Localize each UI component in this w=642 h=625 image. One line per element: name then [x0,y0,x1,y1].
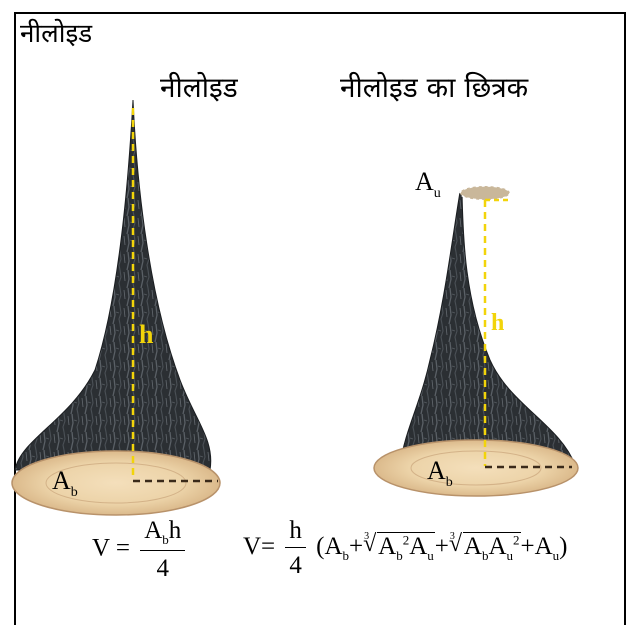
fraction-numerator: Abh [140,517,186,551]
neiloid-height-label: h [139,320,154,349]
frustum-base-disc [373,439,579,497]
neiloid-bark [14,99,212,471]
neiloid-label: नीलोइड [160,71,238,104]
fraction-numerator: h [285,517,306,548]
frustum-top-area-label: Au [415,167,441,201]
neiloid-solid: h Ab [11,99,221,516]
frustum-base-area-label: Ab [427,456,453,490]
neiloid-volume-formula: V = Abh 4 [92,517,189,583]
neiloid-base-area-label: Ab [52,466,78,500]
fraction-denominator: 4 [289,552,302,579]
neiloid-frustum-label: नीलोइड का छित्रक [340,71,529,104]
neiloid-base-ring [45,462,187,504]
formula-fraction: Abh 4 [140,517,186,583]
frustum-base-ring [410,450,542,486]
frustum-top-disc [459,185,511,201]
formula-lhs: V = [92,534,130,562]
frustum-solid: h Ab Au [373,167,579,497]
fraction-denominator: 4 [156,555,169,582]
frustum-bark [399,191,576,466]
formula-fraction: h 4 [285,517,306,580]
formula-lhs: V= [243,533,276,561]
frustum-height-label: h [491,310,504,336]
neiloid-base-disc [11,450,221,516]
figure-title: नीलोइड [20,19,93,49]
